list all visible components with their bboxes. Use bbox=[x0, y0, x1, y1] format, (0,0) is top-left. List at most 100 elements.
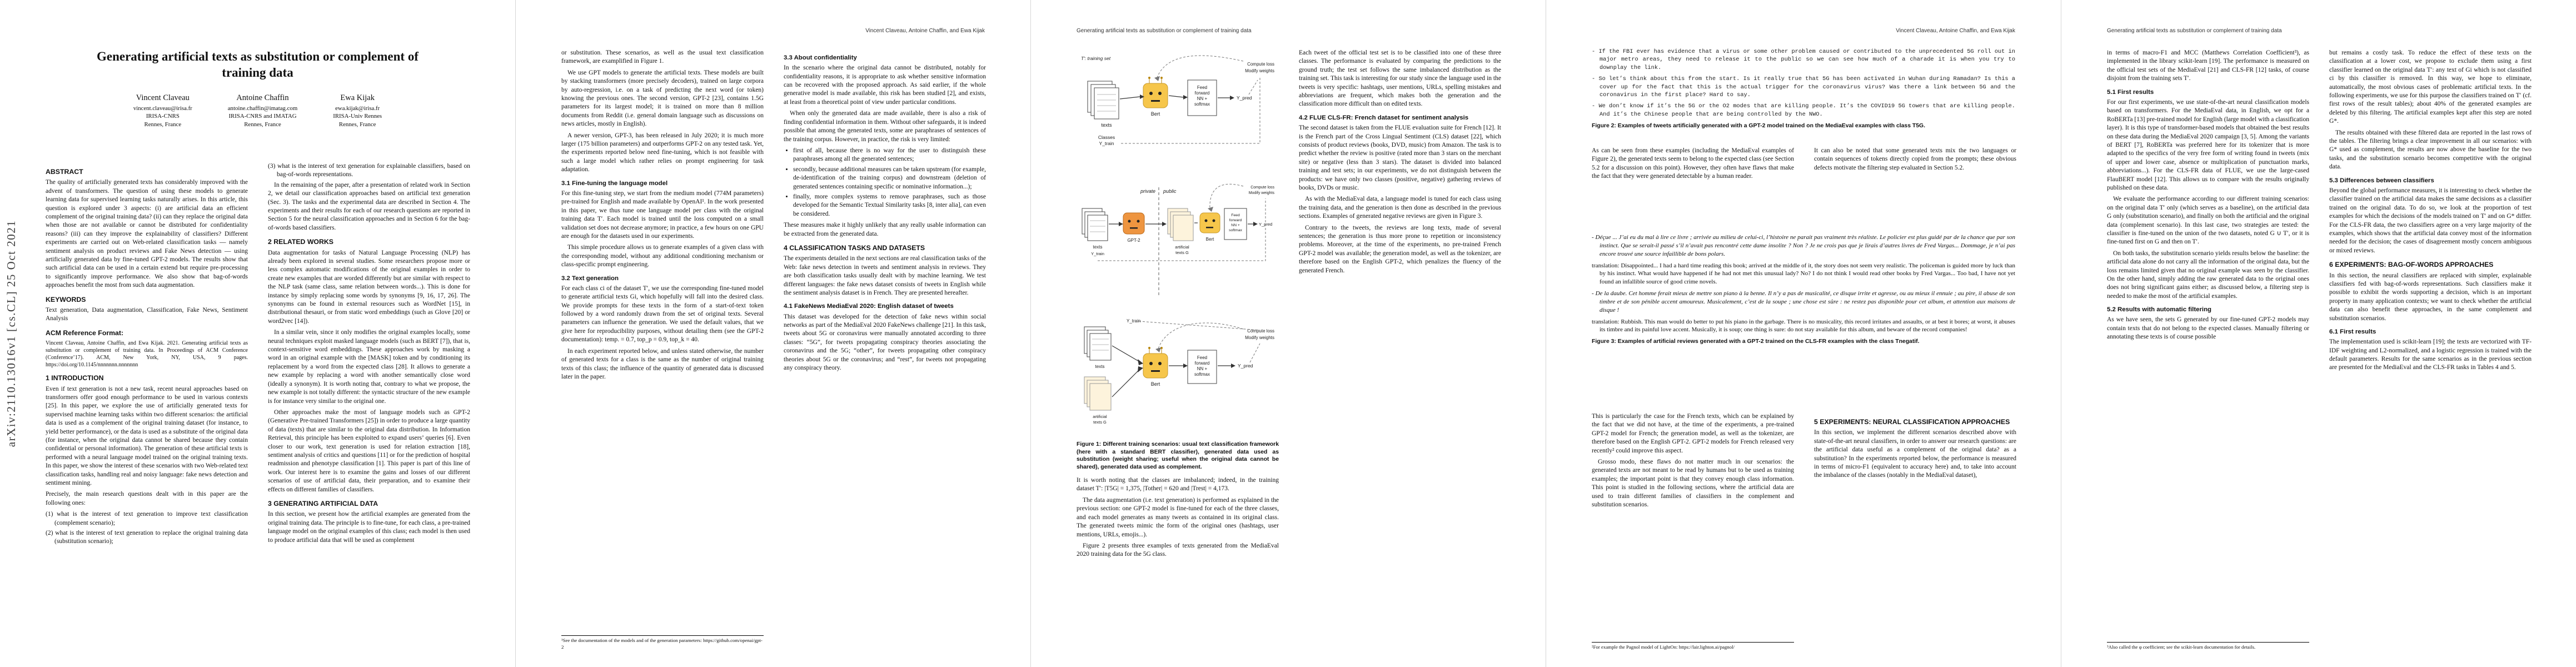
texts-stack-icon bbox=[1084, 326, 1112, 361]
paragraph: Precisely, the main research questions d… bbox=[46, 491, 248, 506]
section-6-heading: 6 EXPERIMENTS: BAG-OF-WORDS APPROACHES bbox=[2329, 261, 2494, 269]
figure2-caption: Figure 2: Examples of tweets artificiall… bbox=[1592, 123, 1925, 130]
ffnn-line: NN + bbox=[1197, 366, 1208, 371]
paragraph: We use GPT models to generate the artifi… bbox=[561, 69, 764, 128]
author-name: Antoine Chaffin bbox=[236, 93, 289, 102]
ytrain-label: Y_train bbox=[1091, 251, 1104, 256]
artificial-texts-label: artificial bbox=[1175, 245, 1189, 250]
author-1: Vincent Claveau vincent.claveau@irisa.fr… bbox=[133, 93, 192, 128]
author-email[interactable]: antoine.chaffin@imatag.com bbox=[227, 105, 298, 112]
paragraph: This simple procedure allows us to gener… bbox=[561, 244, 764, 268]
classes-label: Classes bbox=[1098, 135, 1115, 140]
bullet-item: secondly, because additional measures ca… bbox=[793, 166, 986, 191]
ypred-label: Y_pred bbox=[1238, 363, 1253, 369]
feedforward-box: Feed forward NN + softmax bbox=[1187, 350, 1217, 384]
ffnn-line: softmax bbox=[1229, 228, 1242, 232]
footnote[interactable]: ²For example the Pagnol model of LightOn… bbox=[1592, 641, 1794, 650]
bert-label: Bert bbox=[1151, 111, 1160, 117]
paragraph: In a similar vein, since it only modifie… bbox=[268, 329, 470, 405]
page1-column-left: ABSTRACT The quality of artificially gen… bbox=[46, 162, 248, 646]
generated-tweet: - So let’s think about this from the sta… bbox=[1592, 76, 2015, 99]
paragraph: Even if text generation is not a new tas… bbox=[46, 385, 248, 486]
abstract-heading: ABSTRACT bbox=[46, 168, 83, 176]
figure-1: T′: training set texts Classes Y_ bbox=[1077, 49, 1279, 471]
ffnn-line: NN + bbox=[1197, 96, 1208, 101]
footnote: ³Also called the φ coefficient; see the … bbox=[2107, 641, 2309, 650]
section-32-heading: 3.2 Text generation bbox=[561, 275, 619, 282]
paragraph: For our first experiments, we use state-… bbox=[2107, 98, 2309, 191]
training-set-label: T′: training set bbox=[1081, 56, 1111, 61]
paragraph: In this section, the neural classifiers … bbox=[2329, 272, 2532, 322]
section-51-heading: 5.1 First results bbox=[2107, 88, 2154, 96]
paragraph: It is worth noting that the classes are … bbox=[1077, 477, 1279, 492]
arrow-icon bbox=[1138, 366, 1143, 372]
texts-label: texts bbox=[1101, 122, 1112, 128]
paragraph: in terms of macro-F1 and MCC (Matthews C… bbox=[2107, 49, 2309, 82]
compute-loss-label: Compute loss bbox=[1247, 62, 1274, 67]
author-email[interactable]: ewa.kijak@irisa.fr bbox=[335, 105, 380, 112]
artificial-texts-stack-icon bbox=[1167, 208, 1194, 241]
ytrain-label: Y_train bbox=[1099, 141, 1114, 146]
section-41-heading: 4.1 FakeNews MediaEval 2020: English dat… bbox=[784, 303, 954, 310]
page4-column-right-lower: 5 EXPERIMENTS: NEURAL CLASSIFICATION APP… bbox=[1814, 412, 2016, 646]
paragraph: As with the MediaEval data, a language m… bbox=[1299, 196, 1501, 220]
page5-column-right: but remains a costly task. To reduce the… bbox=[2329, 49, 2532, 646]
gpt2-icon bbox=[1123, 212, 1145, 235]
arrow-icon bbox=[1138, 359, 1143, 365]
paragraph: Grosso modo, these flaws do not matter m… bbox=[1592, 459, 1794, 509]
figure1-caption: Figure 1: Different training scenarios: … bbox=[1077, 441, 1279, 470]
paragraph: For each class ci of the dataset T′, we … bbox=[561, 285, 764, 344]
paragraph: The experiments detailed in the next sec… bbox=[784, 255, 986, 296]
paragraph: Other approaches make the most of langua… bbox=[268, 409, 470, 493]
section-3-heading: 3 GENERATING ARTIFICIAL DATA bbox=[268, 499, 378, 507]
arrow-icon bbox=[1162, 222, 1167, 226]
page2-column-left: or substitution. These scenarios, as wel… bbox=[561, 49, 764, 646]
running-header-authors: Vincent Claveau, Antoine Chaffin, and Ew… bbox=[1896, 28, 2015, 34]
page4-column-left-upper: As can be seen from these examples (incl… bbox=[1592, 147, 1794, 228]
public-label: public bbox=[1163, 188, 1177, 194]
footnote[interactable]: ¹See the documentation of the models and… bbox=[561, 635, 764, 650]
paragraph: In this section, we present how the arti… bbox=[268, 511, 470, 544]
arrow-icon bbox=[1155, 347, 1161, 352]
paragraph: Contrary to the tweets, the reviews are … bbox=[1299, 224, 1501, 274]
figure1-diagram-substitution: private public texts Y_train bbox=[1082, 183, 1274, 297]
confidentiality-bullet-list: first of all, because there is no way fo… bbox=[784, 147, 986, 218]
section-31-heading: 3.1 Fine-tuning the language model bbox=[561, 180, 668, 187]
ffnn-line: Feed bbox=[1197, 85, 1207, 90]
paragraph: When only the generated data are made av… bbox=[784, 110, 986, 143]
ffnn-line: forward bbox=[1229, 218, 1242, 222]
page3-column-left: T′: training set texts Classes Y_ bbox=[1077, 49, 1279, 646]
arrow-icon bbox=[1119, 222, 1123, 226]
ffnn-line: softmax bbox=[1194, 372, 1210, 377]
gpt2-label: GPT-2 bbox=[1127, 238, 1140, 243]
feedforward-box: Feed forward NN + softmax bbox=[1224, 208, 1247, 240]
section-33-heading: 3.3 About confidentiality bbox=[784, 54, 857, 61]
paragraph: Each tweet of the official test set is t… bbox=[1299, 49, 1501, 108]
figure1-diagram-standard: T′: training set texts Classes Y_ bbox=[1081, 55, 1274, 146]
author-email[interactable]: vincent.claveau@irisa.fr bbox=[133, 105, 192, 112]
ffnn-line: Feed bbox=[1231, 213, 1240, 217]
list-item: (1) what is the interest of text generat… bbox=[46, 511, 248, 526]
paragraph: As we have seen, the sets G generated by… bbox=[2107, 316, 2309, 341]
running-header-title: Generating artificial texts as substitut… bbox=[1077, 28, 1252, 34]
paragraph: For this fine-tuning step, we start from… bbox=[561, 190, 764, 240]
arxiv-stamp: arXiv:2110.13016v1 [cs.CL] 25 Oct 2021 bbox=[4, 220, 18, 447]
author-affiliation: IRISA-Univ Rennes bbox=[333, 113, 382, 120]
paragraph: The data augmentation (i.e. text generat… bbox=[1077, 496, 1279, 538]
paragraph: The implementation used is scikit-learn … bbox=[2329, 339, 2532, 371]
paragraph: In the scenario where the original data … bbox=[784, 64, 986, 106]
figure1-diagram-complement: Y_train texts bbox=[1084, 318, 1274, 425]
modify-weights-label: Modify weights bbox=[1245, 335, 1274, 340]
modify-weights-label: Modify weights bbox=[1245, 68, 1274, 73]
arrow-icon bbox=[1183, 95, 1188, 99]
abstract-text: The quality of artificially generated te… bbox=[46, 179, 248, 289]
author-affiliation: IRISA-CNRS and IMATAG bbox=[228, 113, 297, 120]
author-name: Vincent Claveau bbox=[136, 93, 190, 102]
page3-column-right: Each tweet of the official test set is t… bbox=[1299, 49, 1501, 646]
author-city: Rennes, France bbox=[244, 121, 281, 128]
acm-ref-text: Vincent Claveau, Antoine Chaffin, and Ew… bbox=[46, 340, 248, 369]
page4-column-right-upper: It can also be noted that some generated… bbox=[1814, 147, 2016, 228]
author-affiliation: IRISA-CNRS bbox=[146, 113, 180, 120]
paragraph: This dataset was developed for the detec… bbox=[784, 313, 986, 372]
